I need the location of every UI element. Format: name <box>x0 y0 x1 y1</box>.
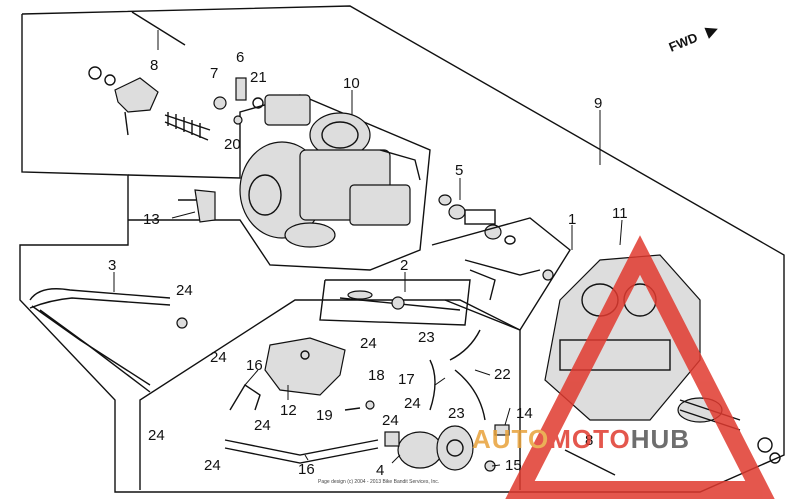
tube-17-icon <box>429 359 436 411</box>
callout-21: 21 <box>250 69 267 86</box>
tube-22-icon <box>449 329 486 421</box>
callout-11: 11 <box>612 205 628 222</box>
screw-8-lower-icon <box>564 449 616 476</box>
throttle-pulley-icon <box>88 66 159 136</box>
bolt-19-icon <box>344 407 361 411</box>
bracket-12-icon <box>264 337 346 396</box>
washer-18-icon <box>365 400 375 410</box>
callout-14: 14 <box>516 405 533 422</box>
watermark-logo: AUTOMOTOHUB <box>472 235 775 499</box>
screw-7-icon <box>213 96 227 110</box>
callout-24-d: 24 <box>254 417 271 434</box>
screw-part-icon <box>131 11 186 50</box>
callout-3: 3 <box>108 257 116 274</box>
callout-23-lower: 23 <box>448 405 465 422</box>
assembly-frame <box>19 5 785 493</box>
svg-text:AUTOMOTOHUB: AUTOMOTOHUB <box>472 424 690 454</box>
callout-6: 6 <box>236 49 244 66</box>
callout-labels: 1 2 3 4 5 6 7 8 8 9 10 11 12 13 14 15 16… <box>108 49 628 479</box>
callout-24-e: 24 <box>204 457 221 474</box>
callout-24-h: 24 <box>382 412 399 429</box>
link-1-icon <box>431 217 571 331</box>
callout-10: 10 <box>343 75 360 92</box>
callout-8-upper: 8 <box>150 57 158 74</box>
callout-24-a: 24 <box>176 282 193 299</box>
callout-4: 4 <box>376 462 384 479</box>
callout-20: 20 <box>224 136 241 153</box>
callout-22: 22 <box>494 366 511 383</box>
forward-arrow-icon: FWD <box>667 27 718 55</box>
washer-21-icon <box>252 97 264 109</box>
callout-23-upper: 23 <box>418 329 435 346</box>
watermark-triangle-icon <box>505 235 775 499</box>
callout-24-g: 24 <box>404 395 421 412</box>
valve-4-icon <box>384 425 474 471</box>
watermark-hub: HUB <box>631 424 690 454</box>
hose-3-icon <box>29 288 188 393</box>
callout-18: 18 <box>368 367 385 384</box>
fitting-14-icon <box>494 424 510 436</box>
pipe-16-upper-icon <box>229 384 261 411</box>
callout-15: 15 <box>505 457 522 474</box>
jet-5-icon <box>438 194 516 245</box>
callout-9: 9 <box>594 95 602 112</box>
rail-2-icon <box>319 279 471 326</box>
lower-group-outline <box>139 299 521 490</box>
forward-label: FWD <box>667 30 700 55</box>
callout-5: 5 <box>455 162 463 179</box>
watermark-auto: AUTO <box>472 424 549 454</box>
spring-icon <box>164 112 211 141</box>
nut-6-icon <box>235 77 247 101</box>
hose-16-lower-icon <box>224 439 379 464</box>
callout-16-upper: 16 <box>246 357 263 374</box>
callout-12: 12 <box>280 402 297 419</box>
bolt-13-icon <box>178 189 216 223</box>
callout-1: 1 <box>568 211 576 228</box>
callout-17: 17 <box>398 371 415 388</box>
callout-16-lower: 16 <box>298 461 315 478</box>
callout-7: 7 <box>210 65 218 82</box>
carburetor-group-outline <box>127 94 431 271</box>
callout-24-c: 24 <box>148 427 165 444</box>
leader-lines <box>113 90 623 467</box>
callout-13: 13 <box>143 211 160 228</box>
callout-2: 2 <box>400 257 408 274</box>
callout-24-f: 24 <box>360 335 377 352</box>
callout-8-lower: 8 <box>585 432 593 449</box>
cap-20-icon <box>233 115 243 125</box>
carburetor-body-icon <box>239 94 421 248</box>
watermark-moto: MOTO <box>549 424 631 454</box>
copyright-footer: Page design (c) 2004 - 2013 Bike Bandit … <box>318 479 439 485</box>
callout-24-b: 24 <box>210 349 227 366</box>
callout-19: 19 <box>316 407 333 424</box>
